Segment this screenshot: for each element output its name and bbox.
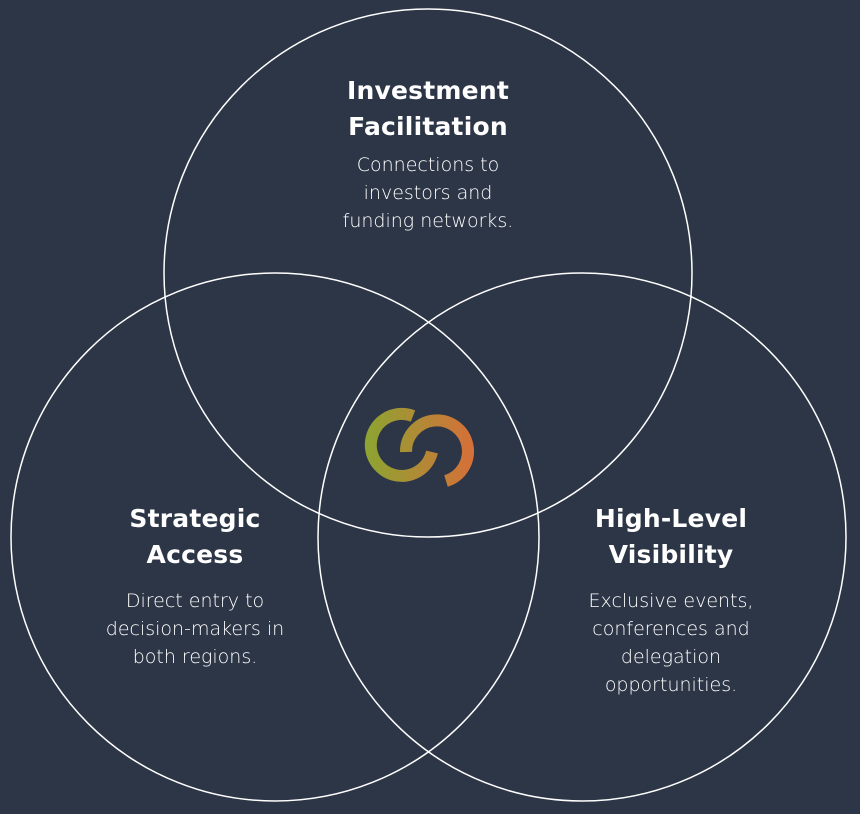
- circle-strategic-access: [10, 272, 540, 802]
- section-description: Exclusive events, conferences and delega…: [541, 587, 801, 699]
- circle-high-level-visibility: [317, 272, 847, 802]
- section-strategic-access: Strategic Access Direct entry to decisio…: [65, 501, 325, 671]
- title-line: Facilitation: [348, 112, 508, 141]
- title-line: Access: [146, 540, 244, 569]
- section-high-level-visibility: High-Level Visibility Exclusive events, …: [541, 501, 801, 699]
- section-description: Connections to investors and funding net…: [298, 151, 558, 235]
- desc-line: conferences and: [592, 618, 750, 640]
- desc-line: funding networks.: [342, 210, 514, 232]
- title-line: Visibility: [608, 540, 734, 569]
- title-line: High-Level: [594, 504, 748, 533]
- desc-line: opportunities.: [604, 674, 738, 696]
- section-investment-facilitation: Investment Facilitation Connections to i…: [298, 73, 558, 235]
- title-line: Investment: [347, 76, 509, 105]
- section-title: Strategic Access: [65, 501, 325, 573]
- desc-line: delegation: [620, 646, 722, 668]
- desc-line: Connections to: [356, 154, 500, 176]
- desc-line: decision-makers in: [105, 618, 285, 640]
- desc-line: investors and: [363, 182, 493, 204]
- section-title: High-Level Visibility: [541, 501, 801, 573]
- linked-rings-logo-icon: [364, 407, 474, 487]
- desc-line: Direct entry to: [125, 590, 265, 612]
- title-line: Strategic: [129, 504, 261, 533]
- section-description: Direct entry to decision-makers in both …: [65, 587, 325, 671]
- section-title: Investment Facilitation: [298, 73, 558, 145]
- circle-investment-facilitation: [163, 8, 693, 538]
- desc-line: both regions.: [132, 646, 258, 668]
- desc-line: Exclusive events,: [588, 590, 754, 612]
